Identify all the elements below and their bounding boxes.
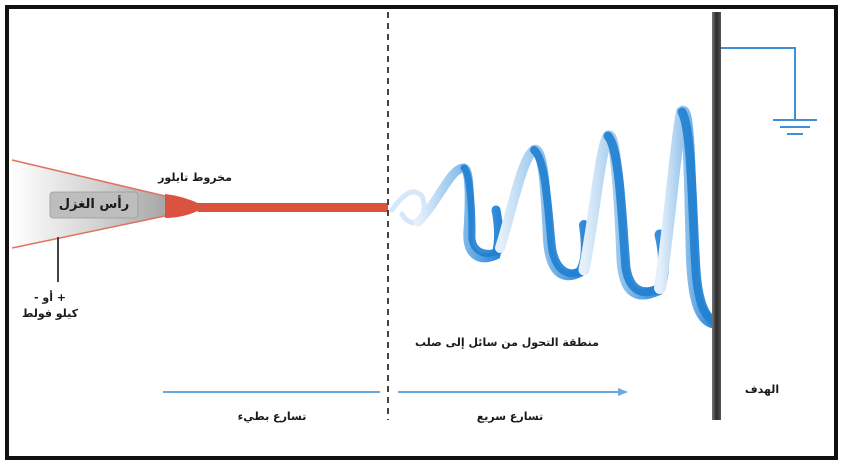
- spinneret-tip-label: رأس الغزل: [58, 197, 130, 212]
- voltage-label-line1: + أو -: [33, 291, 67, 304]
- target-label: الهدف: [744, 383, 780, 396]
- taylor-cone: [165, 194, 200, 218]
- ground-symbol: [721, 47, 817, 135]
- fast-acceleration-label: تسارع سريع: [476, 410, 544, 423]
- transition-zone-label: منطقة التحول من سائل إلى صلب: [415, 336, 599, 349]
- taylor-cone-label: مخروط تايلور: [158, 171, 232, 184]
- outer-frame: [5, 5, 838, 460]
- slow-acceleration-label: تسارع بطيء: [237, 410, 307, 423]
- spinneret-tip: [11, 159, 166, 249]
- fast-acceleration-arrowhead: [618, 388, 628, 396]
- target-plate: [712, 12, 721, 420]
- straight-jet: [198, 203, 388, 212]
- whipping-fiber-coils: [389, 105, 718, 328]
- voltage-label-line2: كيلو فولط: [21, 307, 79, 320]
- spinneret-label-box: [49, 191, 139, 219]
